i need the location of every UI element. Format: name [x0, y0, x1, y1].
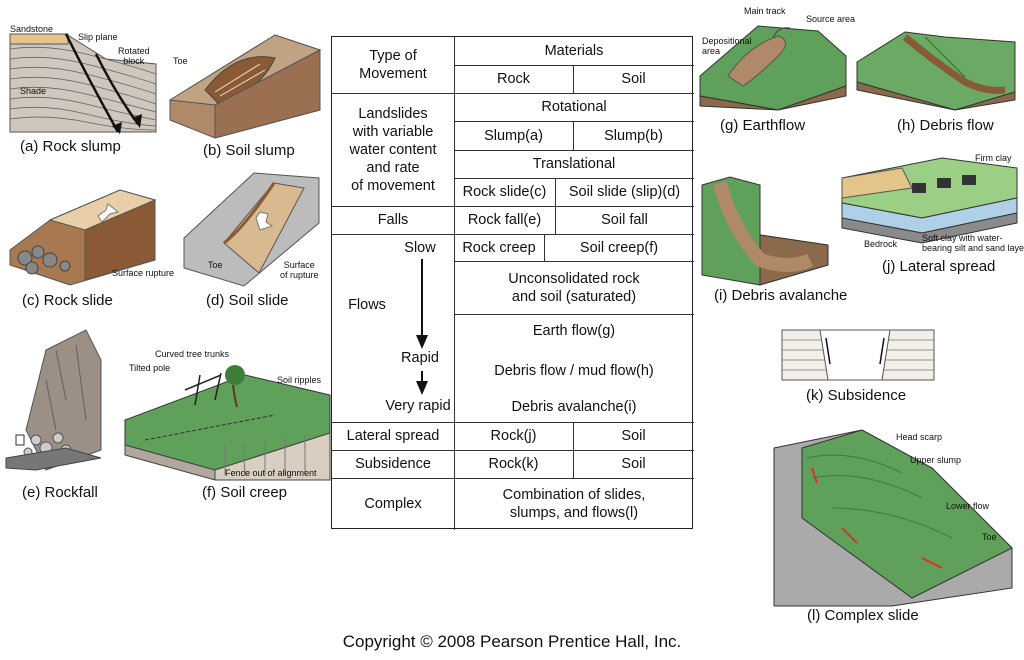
- caption-soil-creep: (f) Soil creep: [202, 484, 288, 501]
- cell-rock-slide: Rock slide(c): [462, 184, 547, 200]
- label-source-area: Source area: [806, 14, 856, 24]
- cell-slump-b: Slump(b): [604, 127, 663, 144]
- panel-lateral-spread: Firm clay Bedrock Soft clay with water- …: [841, 153, 1024, 253]
- label-depositional-area: Depositional area: [702, 36, 752, 56]
- caption-debris-avalanche: (i) Debris avalanche: [714, 287, 848, 304]
- rock-slide-illustration: [9, 189, 157, 286]
- cell-soil-slide: Soil slide (slip)(d): [568, 184, 681, 200]
- cell-slump-a: Slump(a): [484, 127, 543, 144]
- cell-rock-header: Rock: [496, 71, 531, 87]
- cell-debris-avalanche: Debris avalanche(i): [511, 399, 637, 415]
- panel-subsidence: [781, 329, 935, 382]
- cell-landslides: Landslides with variable water content a…: [349, 105, 437, 194]
- cell-very-rapid: Very rapid: [385, 398, 451, 414]
- label-toe-l: Toe: [982, 532, 997, 542]
- label-rotated-block: Rotated block: [118, 46, 150, 66]
- caption-soil-slide: (d) Soil slide: [206, 292, 289, 309]
- debris-flow-illustration: [856, 31, 1016, 111]
- soil-creep-illustration: [124, 365, 331, 481]
- cell-materials: Materials: [544, 43, 604, 59]
- label-toe-d: Toe: [208, 260, 223, 270]
- label-shade: Shade: [20, 86, 47, 96]
- cell-rapid: Rapid: [401, 350, 439, 366]
- cell-translational: Translational: [532, 156, 616, 172]
- cell-flows: Flows: [348, 297, 386, 313]
- cell-soil-header: Soil: [621, 71, 646, 87]
- label-upper-slump: Upper slump: [910, 455, 962, 465]
- earthflow-illustration: [699, 25, 847, 111]
- caption-debris-flow: (h) Debris flow: [897, 117, 994, 134]
- label-firm-clay: Firm clay: [975, 153, 1012, 163]
- label-fence: Fence out of alignment: [225, 468, 317, 478]
- label-sandstone: Sandstone: [10, 24, 54, 34]
- landslide-classification-table: Type of Movement Materials Rock Soil Lan…: [331, 36, 694, 530]
- cell-soil-creep: Soil creep(f): [579, 239, 659, 256]
- label-main-track: Main track: [744, 6, 786, 16]
- cell-slow: Slow: [404, 240, 436, 256]
- label-tilted-pole: Tilted pole: [129, 363, 171, 373]
- label-soft-clay: Soft clay with water- bearing silt and s…: [922, 233, 1024, 253]
- panel-soil-slump: Toe: [165, 30, 325, 140]
- cell-complex: Complex: [364, 496, 422, 512]
- label-curved-tree-trunks: Curved tree trunks: [155, 349, 230, 359]
- cell-soil-k: Soil: [621, 456, 646, 472]
- label-surface-of-rupture: Surface of rupture: [280, 260, 319, 280]
- cell-unconsolidated: Unconsolidated rock and soil (saturated): [508, 270, 640, 305]
- panel-debris-flow: [855, 22, 1020, 111]
- caption-lateral-spread: (j) Lateral spread: [882, 258, 996, 275]
- caption-rock-slump: (a) Rock slump: [20, 138, 121, 155]
- cell-earth-flow: Earth flow(g): [532, 323, 616, 339]
- panel-rock-slump: Sandstone Slip plane Rotated block Shade: [6, 4, 157, 136]
- subsidence-illustration: [781, 329, 935, 381]
- panel-debris-avalanche: [700, 175, 830, 286]
- rockfall-illustration: [5, 329, 102, 471]
- label-surface-rupture-c: Surface rupture: [112, 268, 175, 278]
- label-soil-ripples: Soil ripples: [277, 375, 322, 385]
- panel-rockfall: [5, 329, 106, 478]
- flow-speed-arrow: [416, 259, 428, 395]
- panel-soil-creep: Curved tree trunks Tilted pole Soil ripp…: [124, 345, 335, 481]
- debris-avalanche-illustration: [701, 176, 829, 286]
- caption-soil-slump: (b) Soil slump: [203, 142, 295, 159]
- lateral-spread-illustration: [841, 157, 1018, 244]
- cell-rock-k: Rock(k): [488, 456, 539, 472]
- cell-type-of-movement: Type of Movement: [359, 48, 427, 82]
- panel-earthflow: Main track Source area Depositional area: [698, 6, 855, 111]
- label-bedrock: Bedrock: [864, 239, 898, 249]
- caption-subsidence: (k) Subsidence: [806, 387, 907, 404]
- panel-rock-slide: Surface rupture: [9, 189, 174, 290]
- complex-slide-illustration: [773, 429, 1013, 607]
- soil-slide-illustration: [183, 172, 320, 287]
- caption-earthflow: (g) Earthflow: [720, 117, 806, 134]
- label-head-scarp: Head scarp: [896, 432, 943, 442]
- rock-slump-illustration: [9, 33, 157, 134]
- copyright-notice: Copyright © 2008 Pearson Prentice Hall, …: [342, 632, 682, 651]
- cell-rock-creep: Rock creep: [462, 239, 536, 256]
- caption-complex-slide: (l) Complex slide: [807, 607, 919, 624]
- cell-falls: Falls: [377, 212, 409, 228]
- cell-rotational: Rotational: [541, 99, 607, 115]
- label-slip-plane: Slip plane: [78, 32, 118, 42]
- caption-rock-slide: (c) Rock slide: [22, 292, 113, 309]
- soil-slump-illustration: [168, 34, 322, 139]
- cell-lateral-spread: Lateral spread: [346, 428, 440, 444]
- cell-combination: Combination of slides, slumps, and flows…: [502, 487, 646, 521]
- caption-rockfall: (e) Rockfall: [22, 484, 98, 501]
- panel-complex-slide: Head scarp Upper slump Lower flow Toe: [772, 428, 1022, 607]
- label-toe-b: Toe: [173, 56, 188, 66]
- cell-subsidence: Subsidence: [355, 456, 431, 472]
- cell-debris-flow: Debris flow / mud flow(h): [494, 363, 654, 379]
- cell-soil-j: Soil: [621, 428, 646, 444]
- cell-soil-fall: Soil fall: [601, 212, 648, 228]
- cell-rock-fall: Rock fall(e): [467, 212, 542, 228]
- label-lower-flow: Lower flow: [946, 501, 990, 511]
- panel-soil-slide: Toe Surface of rupture: [183, 168, 324, 288]
- cell-rock-j: Rock(j): [490, 428, 537, 444]
